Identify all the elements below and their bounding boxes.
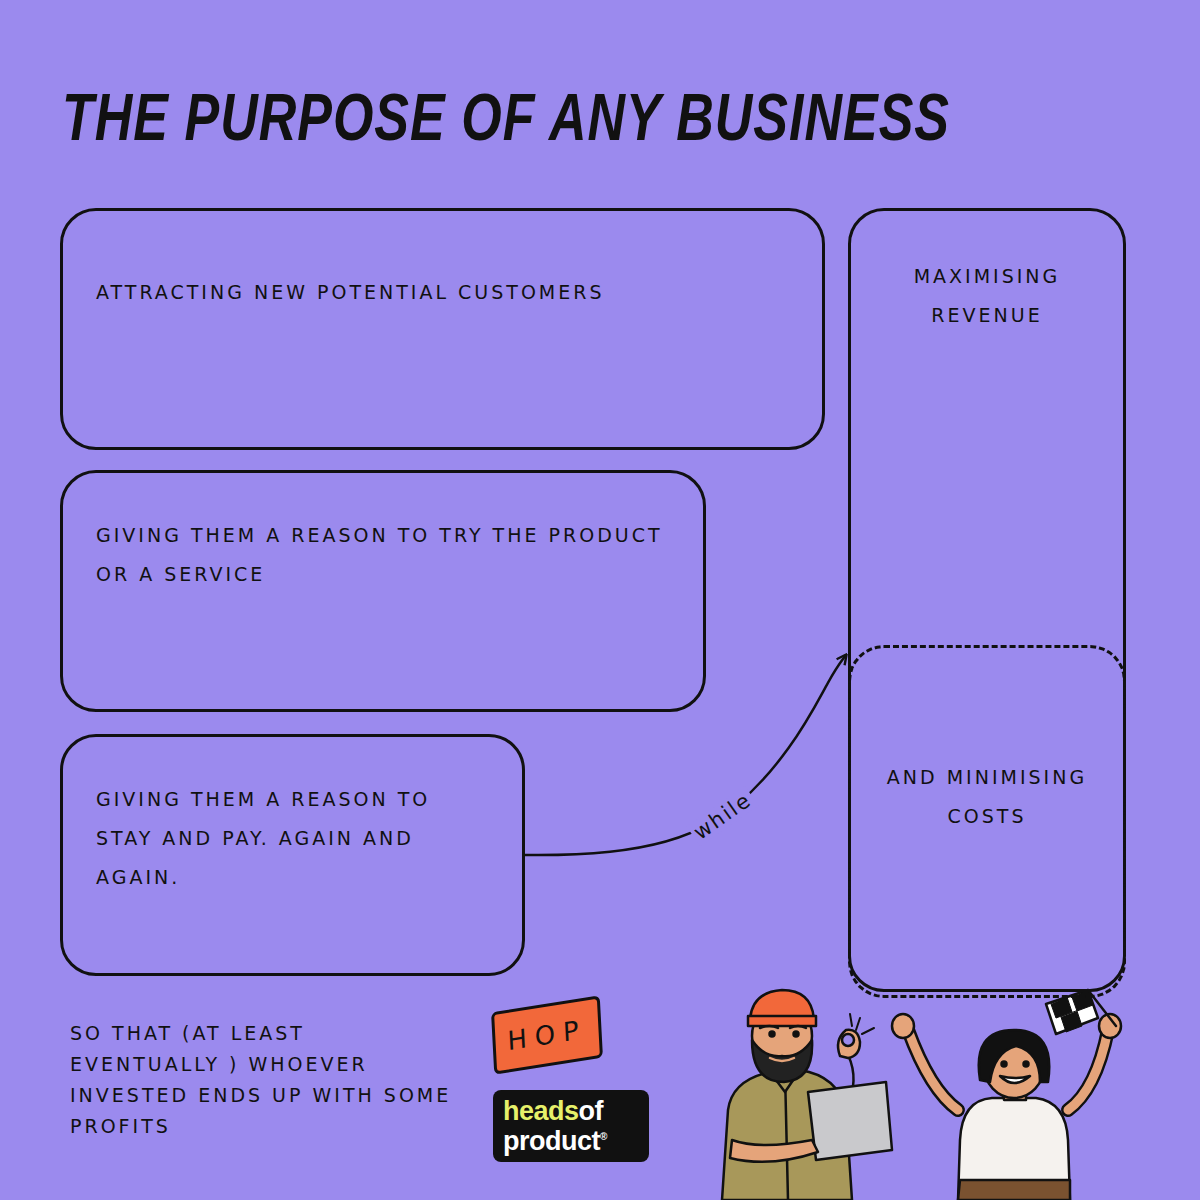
box-text: AND MINIMISING COSTS [867, 758, 1107, 836]
logo-text: ® [600, 1132, 607, 1142]
brand-logo: headsofproduct® [493, 1090, 649, 1162]
step-box: ATTRACTING NEW POTENTIAL CUSTOMERS [60, 208, 825, 450]
hop-logo: HOP [491, 995, 603, 1074]
box-text: GIVING THEM A REASON TO TRY THE PRODUCT … [96, 516, 673, 594]
logo-text: heads [503, 1096, 579, 1126]
diagram-title: THE PURPOSE OF ANY BUSINESS [62, 78, 950, 156]
box-text: ATTRACTING NEW POTENTIAL CUSTOMERS [96, 273, 792, 312]
caption-note: SO THAT (AT LEAST EVENTUALLY ) WHOEVER I… [70, 1018, 460, 1142]
step-box: GIVING THEM A REASON TO STAY AND PAY. AG… [60, 734, 525, 976]
logo-text: product [503, 1128, 600, 1154]
step-box: GIVING THEM A REASON TO TRY THE PRODUCT … [60, 470, 706, 712]
flow-arrow [525, 655, 846, 855]
woman-figure [892, 990, 1121, 1200]
goal-subbox: AND MINIMISING COSTS [848, 645, 1126, 998]
box-text: GIVING THEM A REASON TO STAY AND PAY. AG… [96, 780, 492, 897]
edge-label: while [686, 785, 758, 845]
man-figure [722, 990, 892, 1200]
goal-column: MAXIMISING REVENUE AND MINIMISING COSTS [848, 208, 1126, 992]
logo-text: of [579, 1096, 603, 1126]
box-text: MAXIMISING REVENUE [867, 257, 1107, 335]
logo-text: HOP [507, 1014, 587, 1057]
